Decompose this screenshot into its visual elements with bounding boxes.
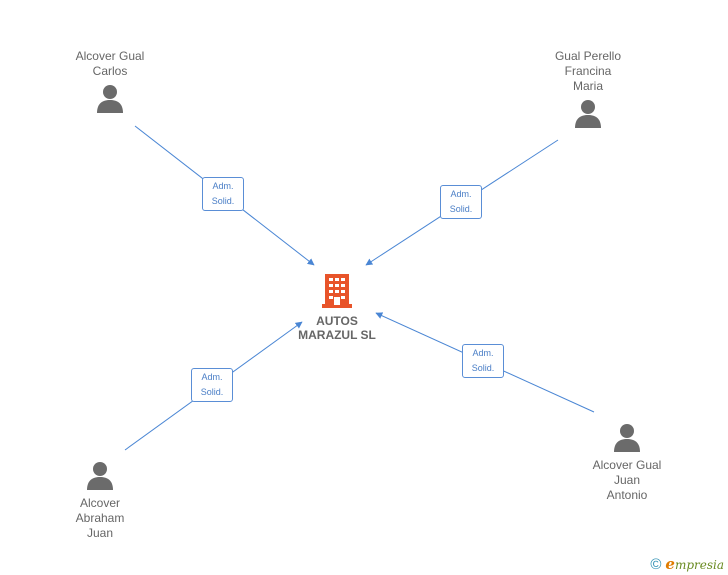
person-icon xyxy=(87,462,113,490)
copyright-icon: © xyxy=(650,555,662,573)
person-name: Alcover Gual Carlos xyxy=(75,49,145,78)
person-node-p4[interactable]: Alcover Gual Juan Antonio xyxy=(577,422,677,503)
role-badge-p3[interactable]: Adm. Solid. xyxy=(191,368,233,402)
role-badge-p1[interactable]: Adm. Solid. xyxy=(202,177,244,211)
role-badge-p4[interactable]: Adm. Solid. xyxy=(462,344,504,378)
company-node[interactable]: AUTOS MARAZUL SL xyxy=(287,272,387,342)
person-node-p1[interactable]: Alcover Gual Carlos xyxy=(60,49,160,113)
person-icon xyxy=(97,85,123,113)
person-node-p3[interactable]: Alcover Abraham Juan xyxy=(50,460,150,541)
brand-logo: empresia xyxy=(665,555,724,573)
role-badge-p2[interactable]: Adm. Solid. xyxy=(440,185,482,219)
person-name: Alcover Gual Juan Antonio xyxy=(592,458,662,502)
person-icon xyxy=(614,424,640,452)
building-icon xyxy=(322,274,352,308)
person-name: Alcover Abraham Juan xyxy=(75,496,125,540)
footer-brand[interactable]: © empresia xyxy=(650,555,724,573)
person-icon xyxy=(575,100,601,128)
company-name: AUTOS MARAZUL SL xyxy=(298,314,376,342)
person-node-p2[interactable]: Gual Perello Francina Maria xyxy=(538,49,638,128)
person-name: Gual Perello Francina Maria xyxy=(554,49,622,93)
